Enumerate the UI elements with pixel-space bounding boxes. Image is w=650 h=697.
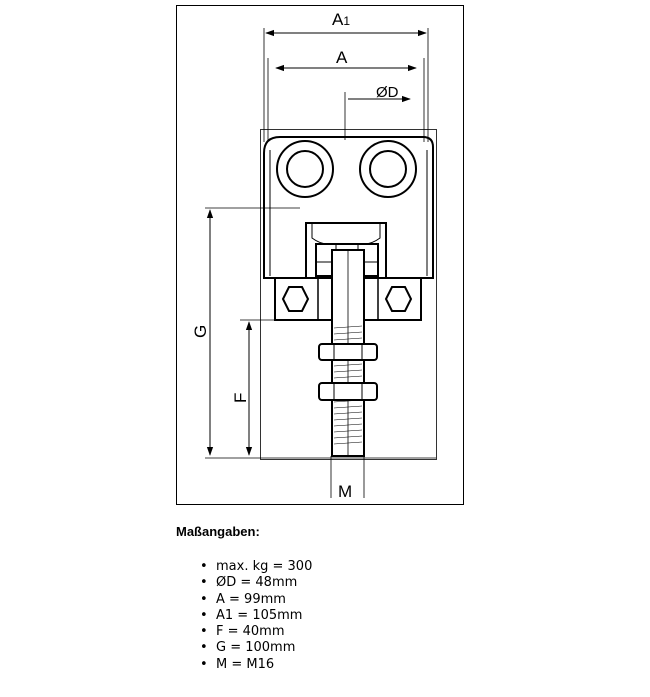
hex-bolt-left [281,286,310,312]
spec-list: max. kg = 300 ØD = 48mm A = 99mm A1 = 10… [196,559,312,673]
drawing-frame [176,5,464,505]
rod-nut-upper [318,343,378,361]
wheel-left [276,140,334,198]
dimension-g-label: G [191,325,210,338]
spec-item-a: A = 99mm [196,592,312,609]
spec-item-a1: A1 = 105mm [196,608,312,625]
dimension-a-label: A [336,48,348,67]
rod-nut-lower [318,382,378,401]
dimension-d-label: ØD [376,84,399,101]
spec-item-wheel-diameter: ØD = 48mm [196,575,312,592]
envelope-outline [260,129,437,460]
dimension-f-label: F [231,393,250,403]
dimension-a1-label: A1 [332,10,350,29]
specs-title: Maßangaben: [176,524,260,539]
technical-drawing: A1 A ØD [176,5,464,505]
spec-item-m: M = M16 [196,657,312,674]
spec-item-g: G = 100mm [196,640,312,657]
rod-threads [333,325,363,445]
dimension-m-label: M [338,482,352,501]
wheel-right [359,140,417,198]
spec-item-max-load: max. kg = 300 [196,559,312,576]
hex-bolt-right [384,286,413,312]
spec-item-f: F = 40mm [196,624,312,641]
